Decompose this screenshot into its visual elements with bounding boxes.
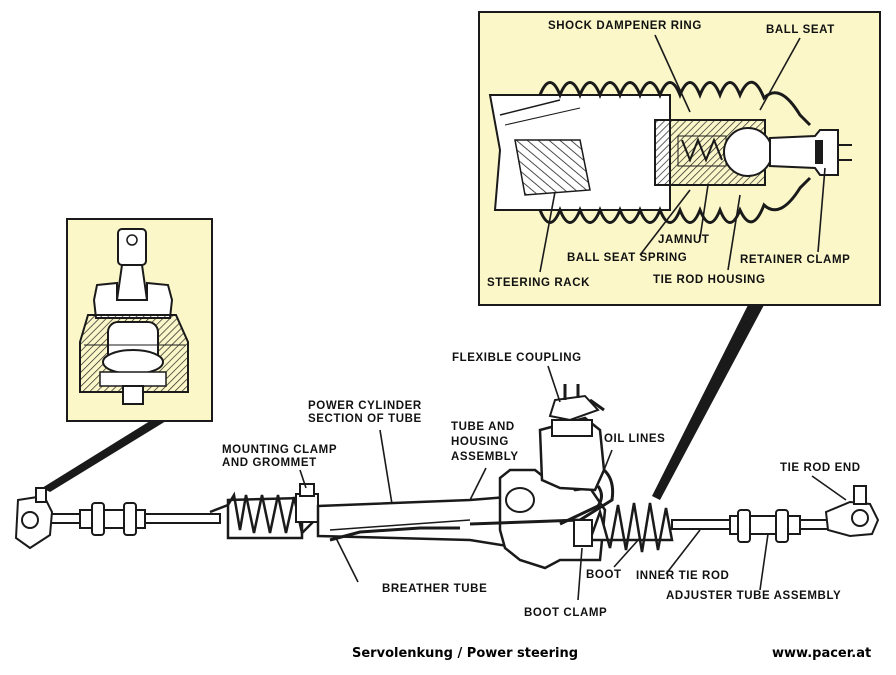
label-ball-seat: BALL SEAT <box>766 24 835 36</box>
label-adjuster-tube-assembly: ADJUSTER TUBE ASSEMBLY <box>666 590 842 602</box>
label-inner-tie-rod: INNER TIE ROD <box>636 570 730 582</box>
label-shock-dampener-ring: SHOCK DAMPENER RING <box>548 20 702 32</box>
label-jamnut: JAMNUT <box>658 234 710 246</box>
label-steering-rack: STEERING RACK <box>487 277 591 289</box>
label-mounting-clamp-line1: MOUNTING CLAMP <box>222 444 338 456</box>
label-breather-tube: BREATHER TUBE <box>382 583 488 595</box>
label-tie-rod-end: TIE ROD END <box>780 462 861 474</box>
main-leader-lines <box>299 365 847 601</box>
label-tube-housing-line1: TUBE AND <box>451 421 515 433</box>
label-power-cylinder-line1: POWER CYLINDER <box>308 400 422 412</box>
label-ball-seat-spring: BALL SEAT SPRING <box>567 252 688 264</box>
label-tube-housing-line2: HOUSING <box>451 436 509 448</box>
label-tie-rod-housing: TIE ROD HOUSING <box>653 274 766 286</box>
website-link[interactable]: www.pacer.at <box>772 646 872 661</box>
inset-leader-left <box>42 421 166 492</box>
tie-rod-detail-inset <box>478 11 881 306</box>
label-retainer-clamp: RETAINER CLAMP <box>740 254 851 266</box>
label-flexible-coupling: FLEXIBLE COUPLING <box>452 352 582 364</box>
ball-joint-inset <box>66 218 213 422</box>
label-tube-housing-line3: ASSEMBLY <box>451 451 519 463</box>
label-boot: BOOT <box>586 569 622 581</box>
label-mounting-clamp-line2: AND GROMMET <box>222 457 317 469</box>
label-power-cylinder-line2: SECTION OF TUBE <box>308 413 422 425</box>
steering-rack-assembly <box>14 384 880 570</box>
label-boot-clamp: BOOT CLAMP <box>524 607 608 619</box>
label-oil-lines: OIL LINES <box>604 433 666 445</box>
inset-leader-right <box>652 305 764 500</box>
caption: Servolenkung / Power steering <box>352 646 579 661</box>
